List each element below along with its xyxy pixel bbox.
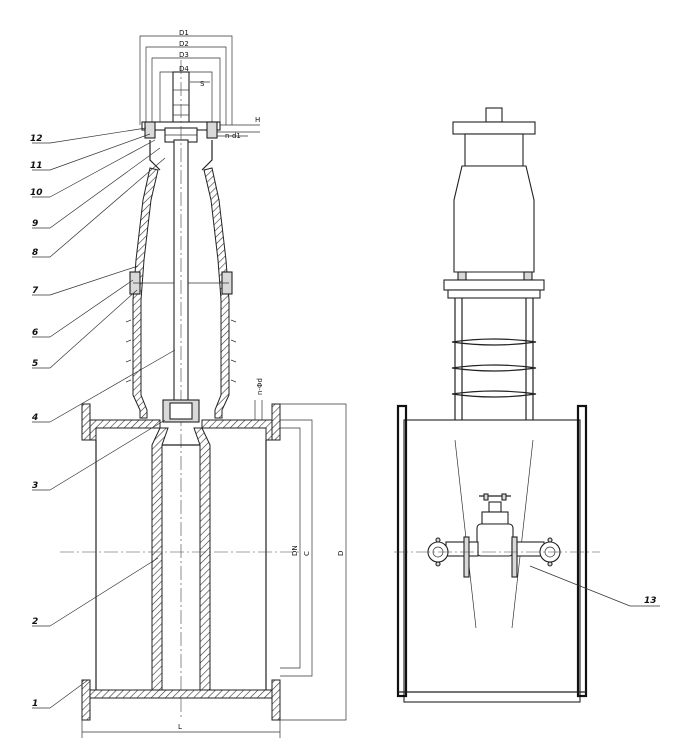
dim-d4: D4 <box>179 65 189 73</box>
part-label-5: 5 <box>32 359 38 369</box>
dim-d2: D2 <box>179 40 189 48</box>
bonnet-flange <box>443 279 545 291</box>
part-labels: 12 11 10 9 8 7 6 5 4 3 2 1 <box>30 127 176 709</box>
dim-d1: D1 <box>179 29 189 37</box>
part-label-3: 3 <box>32 481 38 491</box>
part-label-12: 12 <box>30 134 43 144</box>
part-label-2: 2 <box>32 617 38 627</box>
top-dimension-lines: D1 D2 D3 D4 S H n-d1 <box>139 29 260 140</box>
dim-d: D <box>337 551 345 556</box>
dim-dn: DN <box>291 545 299 556</box>
dim-top-h: H <box>255 116 260 124</box>
dim-top-s: S <box>200 80 205 88</box>
valve-body <box>60 403 300 721</box>
part-label-9: 9 <box>32 219 38 229</box>
body-dimensions: DN C D n-Φd <box>254 378 347 721</box>
section-view: D1 D2 D3 D4 S H n-d1 <box>30 29 347 738</box>
dim-d3: D3 <box>179 51 189 59</box>
part-label-8: 8 <box>32 248 38 258</box>
part-label-11: 11 <box>30 161 43 171</box>
actuator-housing <box>453 165 535 273</box>
part-label-4: 4 <box>31 413 38 423</box>
part-label-13: 13 <box>644 596 657 606</box>
dim-body-holes: n-Φd <box>256 378 264 395</box>
length-dimension: L <box>81 720 281 738</box>
part-label-1: 1 <box>32 699 38 709</box>
dim-c: C <box>303 551 311 556</box>
dim-l: L <box>178 723 182 731</box>
part-label-7: 7 <box>32 286 39 296</box>
part-label-10: 10 <box>30 188 43 198</box>
exterior-view: 13 <box>394 107 660 703</box>
actuator-top-plate <box>452 121 536 135</box>
part-label-6: 6 <box>32 328 38 338</box>
